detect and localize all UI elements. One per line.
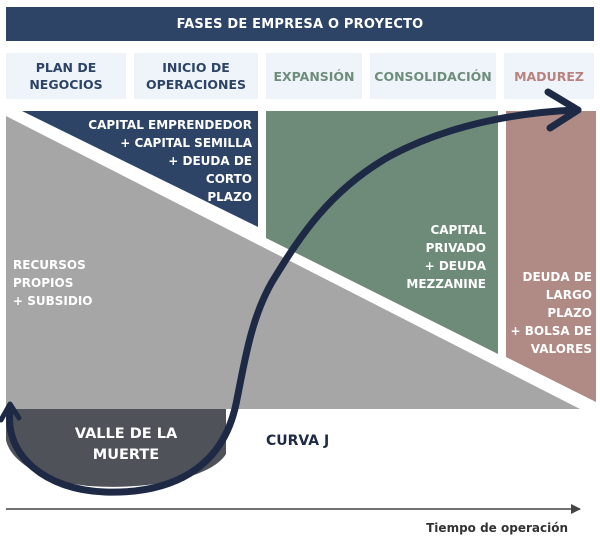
phase-consolidacion: CONSOLIDACIÓN [370, 53, 496, 99]
label-long-term-debt: DEUDA DE LARGO PLAZO + BOLSA DE VALORES [510, 270, 593, 356]
j-curve [6, 106, 582, 496]
label-private-capital: CAPITAL PRIVADO + DEUDA MEZZANINE [406, 223, 486, 291]
long-term-debt-area [506, 111, 596, 402]
private-capital-area [266, 111, 498, 354]
j-curve-tail-arrow-icon [0, 401, 22, 423]
phase-expansion: EXPANSIÓN [266, 53, 362, 99]
label-valley-of-death: VALLE DE LA MUERTE [74, 426, 178, 463]
header-banner: FASES DE EMPRESA O PROYECTO [6, 7, 594, 41]
label-time-axis: Tiempo de operación [426, 521, 568, 535]
entrepreneur-capital-area [22, 111, 258, 227]
label-entrepreneur-capital: CAPITAL EMPRENDEDOR + CAPITAL SEMILLA + … [88, 118, 252, 204]
phase-inicio-de-operaciones: INICIO DE OPERACIONES [134, 53, 258, 99]
valley-of-death-area [6, 409, 226, 487]
phase-plan-de-negocios: PLAN DE NEGOCIOS [6, 53, 126, 99]
label-own-resources: RECURSOS PROPIOS + SUBSIDIO [13, 258, 93, 308]
phase-madurez: MADUREZ [504, 53, 594, 99]
label-j-curve: CURVA J [266, 433, 330, 449]
header-title: FASES DE EMPRESA O PROYECTO [176, 16, 424, 32]
own-resources-area [6, 116, 580, 409]
j-curve-arrowhead-icon [544, 88, 582, 132]
